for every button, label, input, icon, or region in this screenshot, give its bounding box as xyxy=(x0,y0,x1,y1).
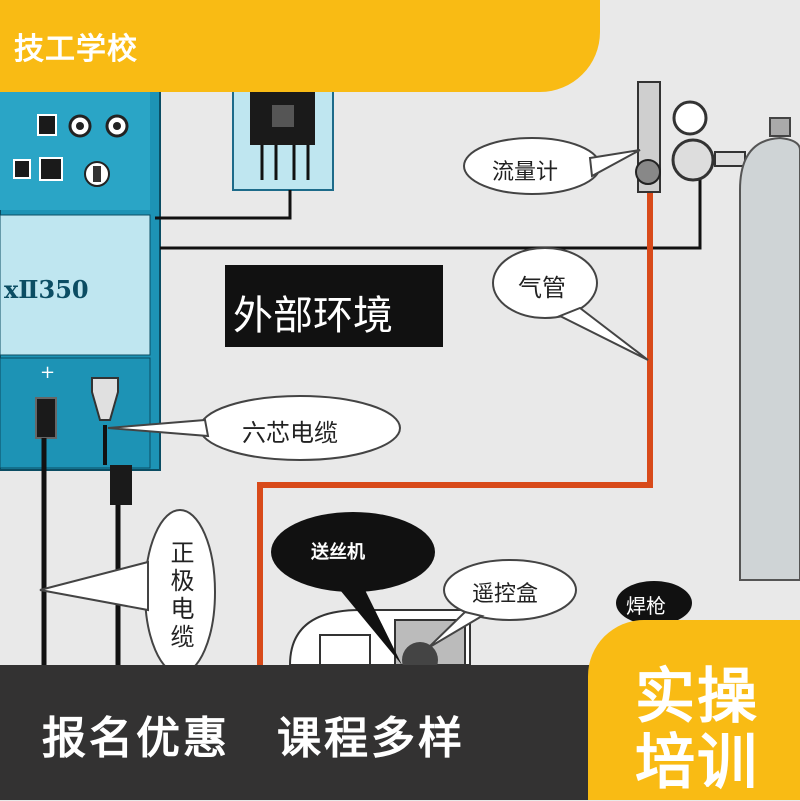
school-title: 技工学校 xyxy=(14,32,138,67)
torch-label: 焊枪 xyxy=(626,594,666,618)
positive-cable-label: 正极电缆 xyxy=(166,540,194,652)
outer-environment-label: 外部环境 xyxy=(233,293,393,339)
flowmeter-label: 流量计 xyxy=(492,160,559,185)
training-badge xyxy=(588,620,800,800)
header-bar xyxy=(0,0,600,92)
machine-model-label: ⅹⅡ350 xyxy=(4,275,89,304)
wire-feeder-label: 送丝机 xyxy=(311,542,365,563)
gas-cylinder xyxy=(739,117,800,581)
welding-machine xyxy=(0,79,161,505)
callouts xyxy=(39,137,692,675)
positive-terminal-label: + xyxy=(40,362,56,383)
remote-box-label: 遥控盒 xyxy=(472,582,539,607)
promo-slogan: 报名优惠 课程多样 xyxy=(42,713,465,764)
flowmeter-assembly xyxy=(635,81,746,193)
training-badge-line1: 实操 xyxy=(635,662,759,732)
gas-pipe-label: 气管 xyxy=(518,274,566,302)
six-core-cable-label: 六芯电缆 xyxy=(242,419,338,447)
training-badge-line2: 培训 xyxy=(635,728,759,798)
control-unit xyxy=(232,74,334,191)
